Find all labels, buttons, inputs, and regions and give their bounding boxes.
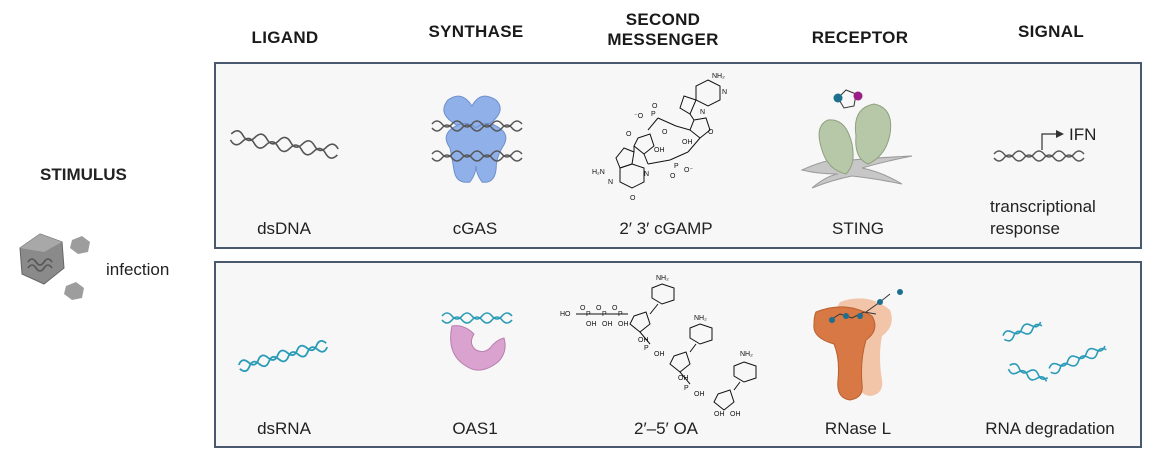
ifn-label: IFN (1069, 125, 1097, 144)
svg-text:OH: OH (618, 321, 629, 328)
svg-text:NH₂: NH₂ (712, 73, 725, 80)
svg-text:OH: OH (638, 337, 649, 344)
svg-text:OH: OH (682, 139, 693, 146)
svg-text:O: O (630, 195, 636, 202)
svg-text:H₂N: H₂N (592, 169, 605, 176)
svg-text:OH: OH (714, 411, 725, 418)
stimulus-label: infection (106, 260, 170, 279)
svg-text:N: N (608, 179, 613, 186)
dsrna-icon (238, 339, 328, 372)
header-second-messenger-line1: SECOND (625, 10, 701, 29)
svg-text:OH: OH (654, 351, 665, 358)
svg-text:HO: HO (560, 311, 571, 318)
rnase-l-label: RNase L (824, 419, 892, 438)
svg-text:⁻O: ⁻O (634, 113, 644, 120)
transcriptional-response-label: transcriptional response (990, 196, 1170, 240)
response-line: response (990, 219, 1060, 238)
svg-text:P: P (644, 345, 649, 352)
svg-text:NH₂: NH₂ (694, 315, 707, 322)
svg-text:P: P (586, 311, 591, 318)
svg-text:N: N (644, 171, 649, 178)
svg-text:O: O (612, 305, 618, 312)
svg-text:O: O (580, 305, 586, 312)
svg-text:OH: OH (694, 391, 705, 398)
cgas-icon (431, 95, 523, 183)
svg-text:O: O (662, 129, 668, 136)
oa-label: 2′–5′ OA (633, 419, 699, 438)
svg-text:OH: OH (730, 411, 741, 418)
header-ligand: LIGAND (251, 28, 319, 47)
svg-text:OH: OH (678, 375, 689, 382)
svg-text:OH: OH (602, 321, 613, 328)
sting-icon (800, 89, 913, 189)
dsdna-label: dsDNA (257, 219, 311, 238)
svg-text:O: O (652, 103, 658, 110)
svg-text:P: P (651, 111, 656, 118)
svg-text:NH₂: NH₂ (740, 351, 753, 358)
dsrna-label: dsRNA (257, 419, 311, 438)
stimulus-title: STIMULUS (40, 165, 127, 184)
svg-text:NH₂: NH₂ (656, 275, 669, 282)
ifn-gene-icon (993, 130, 1085, 162)
svg-text:P: P (674, 163, 679, 170)
svg-text:P: P (602, 311, 607, 318)
dsdna-icon (229, 130, 339, 159)
rna-fragments-icon (1002, 321, 1107, 382)
virus-icon (19, 233, 90, 300)
rnase-l-icon (813, 289, 903, 401)
header-second-messenger: SECOND MESSENGER (578, 10, 748, 50)
transcriptional-line: transcriptional (990, 197, 1096, 216)
oas1-label: OAS1 (452, 419, 498, 438)
cgamp-structure: NH₂ N N P ⁻O O O O OH O OH P O⁻ O H₂N N … (592, 73, 727, 202)
cgamp-label: 2′ 3′ cGAMP (619, 219, 713, 238)
oas1-icon (441, 312, 513, 371)
svg-text:P: P (684, 385, 689, 392)
cgas-label: cGAS (452, 219, 498, 238)
svg-text:N: N (700, 109, 705, 116)
header-second-messenger-line2: MESSENGER (607, 30, 719, 49)
svg-text:O: O (670, 173, 676, 180)
header-signal: SIGNAL (1017, 22, 1085, 41)
header-receptor: RECEPTOR (811, 28, 909, 47)
svg-text:OH: OH (654, 147, 665, 154)
svg-text:N: N (722, 89, 727, 96)
svg-text:O: O (708, 129, 714, 136)
svg-text:O⁻: O⁻ (684, 167, 693, 174)
sting-label: STING (832, 219, 884, 238)
svg-text:O: O (596, 305, 602, 312)
rna-degradation-label: RNA degradation (985, 419, 1115, 438)
svg-text:O: O (626, 131, 632, 138)
svg-text:OH: OH (586, 321, 597, 328)
dna-pathway-panel (214, 62, 1142, 249)
header-synthase: SYNTHASE (428, 22, 524, 41)
svg-text:P: P (618, 311, 623, 318)
